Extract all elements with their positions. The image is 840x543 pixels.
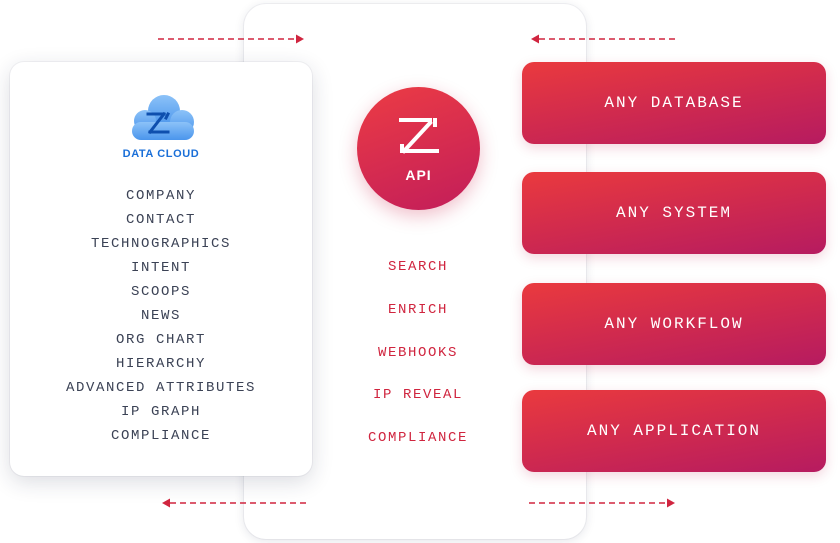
api-operation: WEBHOOKS xyxy=(377,344,458,361)
data-cloud-item: TECHNOGRAPHICS xyxy=(90,236,232,252)
destination-label: ANY SYSTEM xyxy=(615,204,732,222)
arrow-right-top xyxy=(158,34,304,44)
data-cloud-title: DATA CLOUD xyxy=(122,148,200,160)
z-logo-icon xyxy=(397,115,441,164)
data-cloud-item: IP GRAPH xyxy=(120,404,201,420)
arrow-left-top xyxy=(531,34,675,44)
api-label: API xyxy=(405,167,432,183)
api-badge: API xyxy=(357,87,480,210)
data-cloud-item: SCOOPS xyxy=(130,284,191,300)
data-cloud-item: COMPANY xyxy=(125,188,196,204)
api-operation: IP REVEAL xyxy=(372,387,463,404)
api-operations-list: SEARCH ENRICH WEBHOOKS IP REVEAL COMPLIA… xyxy=(330,252,506,466)
api-operation: ENRICH xyxy=(387,301,448,318)
data-cloud-item: ADVANCED ATTRIBUTES xyxy=(65,380,257,396)
destination-card-system: ANY SYSTEM xyxy=(522,172,826,254)
data-cloud-list: COMPANY CONTACT TECHNOGRAPHICS INTENT SC… xyxy=(10,184,312,448)
destination-label: ANY APPLICATION xyxy=(586,422,762,440)
api-operation: COMPLIANCE xyxy=(367,430,468,446)
data-cloud-item: ORG CHART xyxy=(115,332,206,348)
api-operation: SEARCH xyxy=(387,259,448,275)
data-cloud-item: CONTACT xyxy=(125,212,196,228)
destination-label: ANY DATABASE xyxy=(604,94,744,112)
cloud-icon xyxy=(122,92,202,144)
data-cloud-item: HIERARCHY xyxy=(115,356,206,372)
destination-card-application: ANY APPLICATION xyxy=(522,390,826,472)
data-cloud-item: NEWS xyxy=(140,308,181,324)
arrow-left-bottom xyxy=(162,498,306,508)
destination-label: ANY WORKFLOW xyxy=(604,315,744,333)
data-cloud-item: COMPLIANCE xyxy=(110,428,211,444)
data-cloud-item: INTENT xyxy=(130,260,191,276)
destination-card-database: ANY DATABASE xyxy=(522,62,826,144)
data-cloud-panel: DATA CLOUD COMPANY CONTACT TECHNOGRAPHIC… xyxy=(10,62,312,476)
arrow-right-bottom xyxy=(529,498,675,508)
destination-card-workflow: ANY WORKFLOW xyxy=(522,283,826,365)
